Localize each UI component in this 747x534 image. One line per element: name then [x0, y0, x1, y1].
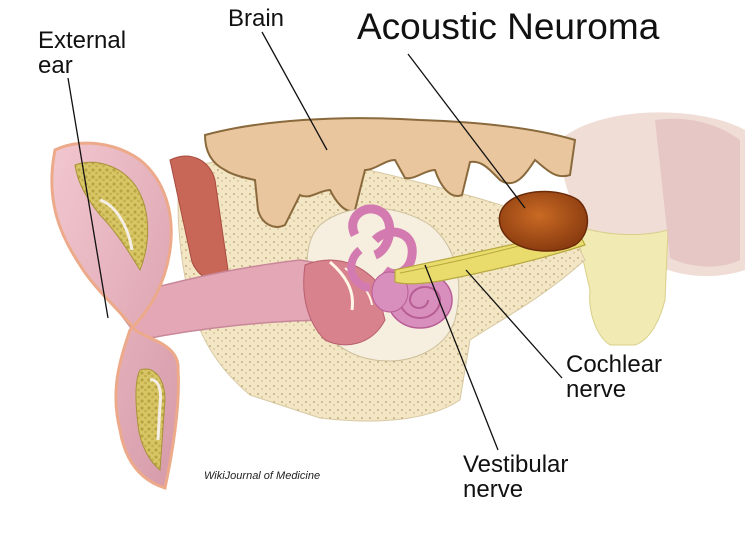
external-ear-label-line1: External — [38, 28, 126, 53]
cochlear-nerve-label-line1: Cochlear — [566, 352, 662, 377]
tumor — [499, 192, 587, 251]
diagram-title: Acoustic Neuroma — [357, 8, 659, 47]
vestibular-nerve-label-line1: Vestibular — [463, 452, 568, 477]
cochlear-nerve-label-line2: nerve — [566, 377, 662, 402]
vestibular-nerve-label: Vestibular nerve — [463, 452, 568, 502]
vestibular-nerve-label-line2: nerve — [463, 477, 568, 502]
external-ear-label: External ear — [38, 28, 126, 78]
brain-label: Brain — [228, 6, 284, 31]
cochlear-nerve-label: Cochlear nerve — [566, 352, 662, 402]
source-credit: WikiJournal of Medicine — [204, 471, 320, 483]
external-ear-label-line2: ear — [38, 53, 126, 78]
brainstem — [560, 112, 745, 345]
